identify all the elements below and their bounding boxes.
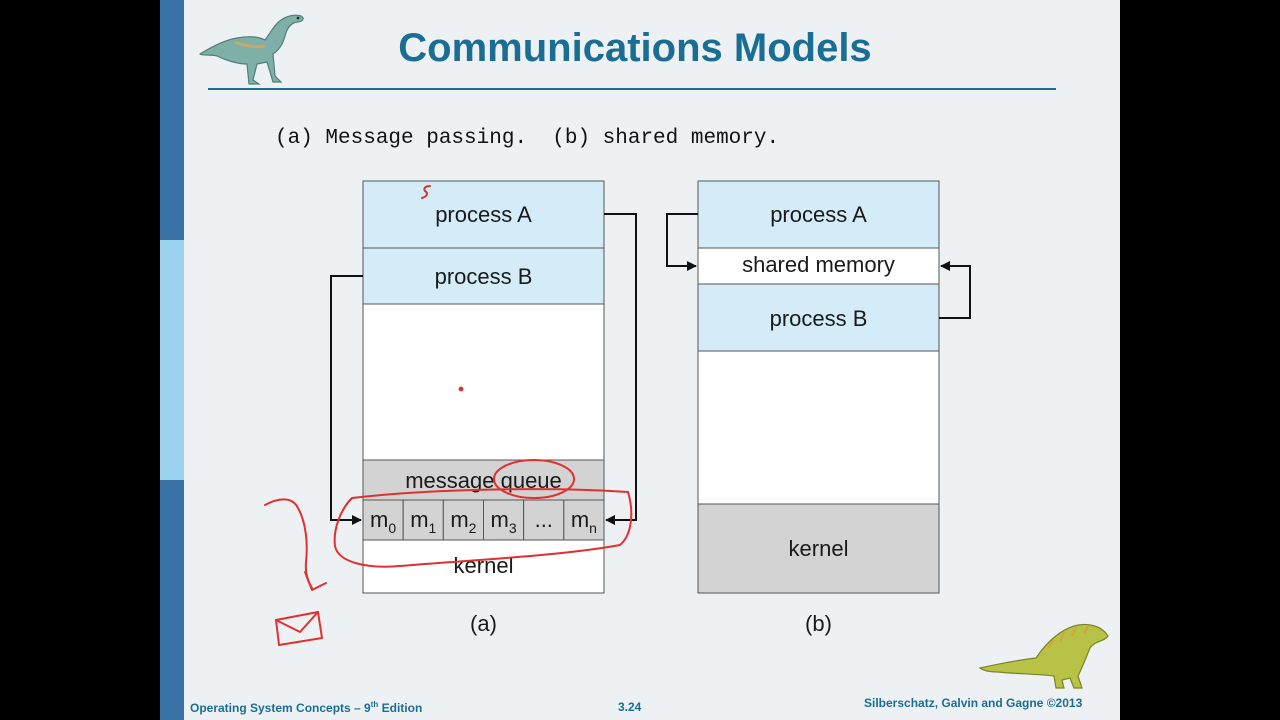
sidebar-band-top: [160, 0, 184, 240]
figure-b-shared-memory: process A shared memory process B kernel…: [666, 180, 971, 636]
figure-a-process-a-label: process A: [435, 202, 532, 227]
page-title: Communications Models: [398, 26, 872, 70]
figure-b-process-b-box: [697, 283, 940, 352]
figure-b-kernel-label: kernel: [789, 536, 849, 561]
figure-a-process-b-label: process B: [435, 264, 533, 289]
sidebar-band-middle: [160, 240, 184, 480]
queue-cell: [483, 499, 525, 541]
annotation-arrowhead: [304, 571, 327, 591]
figure-b-process-a-box: [697, 180, 940, 249]
queue-cell: [442, 499, 485, 541]
pen-annotations: [264, 185, 633, 646]
shared-memory-box: [697, 247, 940, 285]
dinosaur-logo-icon: [198, 14, 304, 85]
envelope-sketch-icon: [275, 611, 323, 646]
sidebar-decoration: [160, 0, 184, 720]
annotation-scribble-mark: [421, 185, 431, 199]
queue-cell: [563, 499, 605, 541]
annotation-curved-arrow: [264, 498, 313, 589]
figure-a-process-b-box: [362, 247, 605, 305]
figure-a-kernel-label: kernel: [454, 553, 514, 578]
arrow-queue-to-process-b: [330, 275, 363, 525]
arrow-process-a-to-queue: [604, 213, 637, 525]
arrow-process-b-to-shared-memory: [939, 261, 971, 319]
annotation-dot: [458, 386, 464, 392]
title-divider: [208, 88, 1056, 90]
figure-a-caption-label: (a): [470, 611, 497, 636]
queue-cell-subscript: n: [589, 520, 597, 536]
queue-cell-subscript: 3: [509, 520, 517, 536]
queue-cell-subscript: 1: [429, 520, 437, 536]
queue-cell-subscript: 0: [388, 520, 396, 536]
figure-b-process-b-label: process B: [770, 306, 868, 331]
annotation-circle-queue: [493, 459, 575, 499]
queue-cell-label: ...: [535, 507, 553, 532]
queue-cell: [402, 499, 444, 541]
dinosaur-mascot-icon: [978, 623, 1109, 689]
queue-cell-subscript: 2: [469, 520, 477, 536]
footer-authors: Silberschatz, Galvin and Gagne ©2013: [864, 696, 1083, 710]
footer-page-number: 3.24: [618, 700, 642, 714]
annotation-loop-around-queue: [333, 488, 633, 568]
slide: Communications Models (a) Message passin…: [160, 0, 1120, 720]
figure-b-kernel-box: [697, 503, 940, 594]
figure-b-caption-label: (b): [805, 611, 832, 636]
footer-book-title: Operating System Concepts – 9th Edition: [190, 700, 423, 715]
figure-b-process-a-label: process A: [770, 202, 867, 227]
figure-a-process-a-box: [362, 180, 605, 249]
shared-memory-label: shared memory: [742, 252, 895, 277]
figure-caption: (a) Message passing. (b) shared memory.: [275, 127, 780, 150]
sidebar-band-bottom: [160, 480, 184, 720]
arrow-process-a-to-shared-memory: [666, 213, 698, 271]
